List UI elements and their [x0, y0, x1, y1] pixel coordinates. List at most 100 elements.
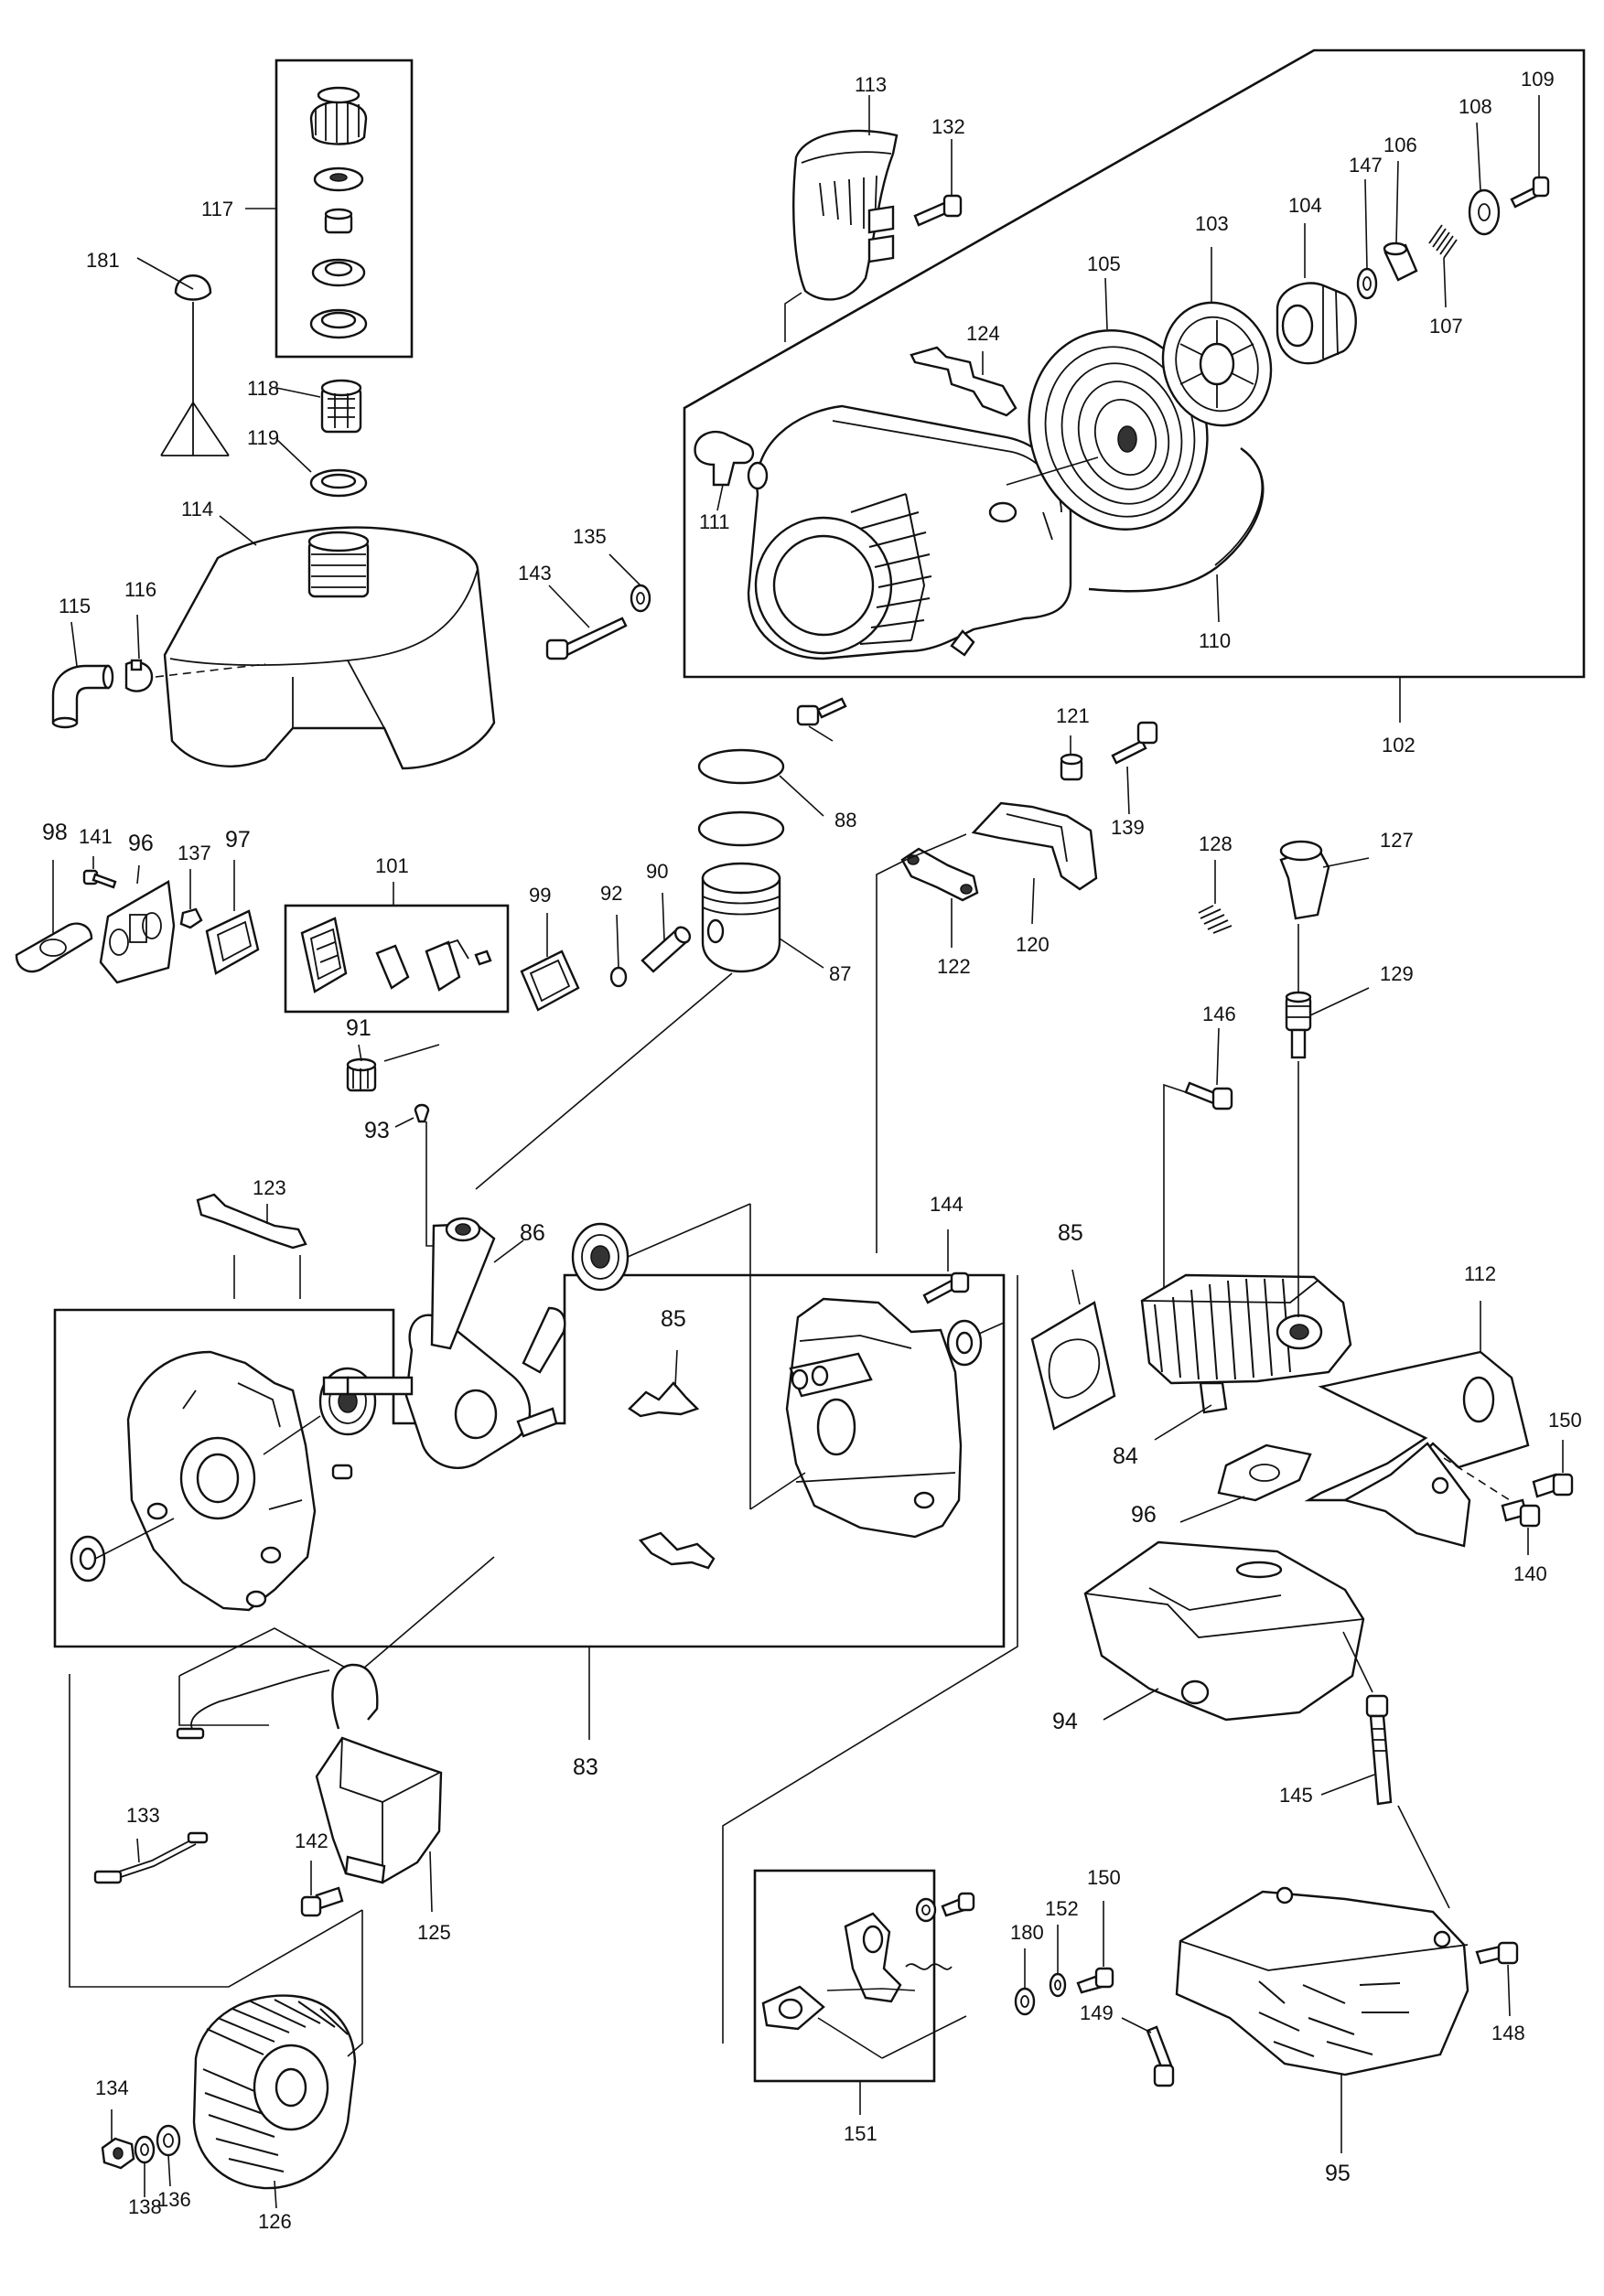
screw-130-part — [913, 194, 963, 227]
leader-92 — [616, 914, 619, 969]
leader-105 — [1104, 277, 1108, 330]
starter-pulley-part — [1161, 301, 1273, 427]
callout-117: 117 — [201, 198, 233, 220]
callout-115: 115 — [59, 595, 91, 617]
callout-132: 134 — [95, 2076, 129, 2099]
piston-part — [701, 862, 781, 973]
piston-clip-part — [609, 966, 628, 988]
reed-valve-part — [300, 917, 492, 993]
leader-seal-left — [94, 1518, 175, 1560]
crankcase-right-part — [785, 1297, 963, 1539]
dowel-pin-part — [331, 1464, 353, 1480]
leader-85 — [1071, 1269, 1081, 1305]
leader-106 — [1395, 160, 1399, 244]
callout-106: 106 — [1383, 134, 1417, 156]
cap-washer-hole — [329, 173, 348, 182]
callout-133: 135 — [573, 525, 607, 548]
callout-87: 86 — [520, 1220, 545, 1246]
screw-150-part — [1076, 1967, 1114, 1994]
leader-87 — [493, 1239, 524, 1263]
ignition-wire-part — [93, 1831, 209, 1884]
leader-149-b — [881, 2015, 967, 2059]
spring-128-part — [1198, 905, 1233, 934]
bolt-143-part — [1365, 1694, 1393, 1806]
tank-hose-dashline — [155, 663, 266, 678]
leader-127 — [1322, 857, 1370, 868]
callout-93: 93 — [364, 1118, 390, 1143]
leader-125 — [429, 1851, 433, 1913]
callout-148: 150 — [1548, 1409, 1582, 1432]
hose-clamp-part — [124, 659, 154, 692]
washer-136-part — [134, 2135, 156, 2164]
callout-83: 83 — [573, 1754, 598, 1780]
callout-114: 114 — [181, 498, 213, 520]
callout-152: 180 — [1010, 1921, 1044, 1944]
gasket-98-part — [205, 909, 260, 975]
leader-143-c — [1397, 1805, 1450, 1909]
callout-146: 148 — [1491, 2022, 1525, 2044]
spring-149-part — [905, 1963, 953, 1970]
leader-93 — [394, 1117, 414, 1128]
frame-reed-valve-group — [284, 904, 510, 1014]
callout-103: 103 — [1195, 212, 1229, 235]
group-line-d — [722, 1275, 1018, 2044]
washer-134-part — [156, 2124, 181, 2157]
washer-133-part — [630, 584, 651, 613]
callout-138: 140 — [1513, 1562, 1547, 1585]
leader-86 — [674, 1349, 678, 1388]
screw-147-part — [1146, 2025, 1175, 2087]
leader-118 — [275, 387, 321, 398]
callout-149: 151 — [844, 2122, 877, 2145]
callout-122: 122 — [937, 955, 971, 978]
callout-124: 124 — [966, 322, 1000, 345]
leader-bearing-left — [263, 1415, 321, 1455]
callout-90: 90 — [646, 860, 668, 883]
exhaust-gasket-96-part — [1217, 1443, 1312, 1502]
leader-96 — [1179, 1496, 1245, 1523]
washer-149-part — [915, 1897, 937, 1923]
fuel-cap-part — [309, 86, 368, 145]
spring-107-part — [1428, 224, 1458, 259]
leader-108 — [1476, 122, 1481, 191]
fuel-tank-part — [163, 526, 496, 770]
callout-131: 133 — [126, 1804, 160, 1827]
muffler-cover-part — [1175, 1886, 1469, 2076]
callout-118: 118 — [247, 377, 279, 400]
callout-137: 139 — [1111, 816, 1145, 839]
callout-88: 87 — [829, 962, 851, 985]
callout-141: 143 — [518, 562, 552, 585]
crankshaft-part — [322, 1217, 566, 1469]
callout-89: 88 — [834, 809, 856, 831]
ignition-coil-part — [176, 1663, 443, 1884]
leader-88 — [779, 938, 824, 969]
callout-135: 137 — [178, 842, 211, 864]
callout-151: 152 — [1045, 1897, 1079, 1920]
callout-97: 96 — [128, 831, 154, 856]
leader-180 — [136, 257, 194, 290]
leader-89 — [779, 775, 824, 817]
callout-104: 104 — [1288, 194, 1322, 217]
callout-116: 116 — [124, 578, 156, 601]
crankcase-left-part — [126, 1350, 317, 1612]
bearing-right-part — [571, 1222, 630, 1292]
washer-145-part — [1356, 267, 1378, 300]
callout-98: 97 — [225, 827, 251, 853]
screw-137-part — [1111, 721, 1158, 765]
leader-97 — [136, 864, 140, 885]
callout-120: 120 — [1016, 933, 1050, 956]
screw-139-part — [82, 869, 117, 889]
callout-129: 129 — [1380, 962, 1414, 985]
screw-140-part — [300, 1886, 344, 1917]
cap-gasket-part — [309, 308, 368, 339]
callout-108: 108 — [1459, 95, 1492, 118]
frame-crankcase-group — [53, 1273, 1006, 1648]
callout-86: 85 — [661, 1306, 686, 1332]
cap-retainer-part — [311, 258, 366, 287]
flywheel-part — [192, 1994, 357, 2190]
leader-134 — [167, 2154, 171, 2187]
oil-seal-left-part — [70, 1535, 106, 1583]
leader-seal-right — [978, 1322, 1005, 1335]
screw-148-part — [1532, 1473, 1574, 1498]
leader-84 — [1154, 1404, 1212, 1441]
